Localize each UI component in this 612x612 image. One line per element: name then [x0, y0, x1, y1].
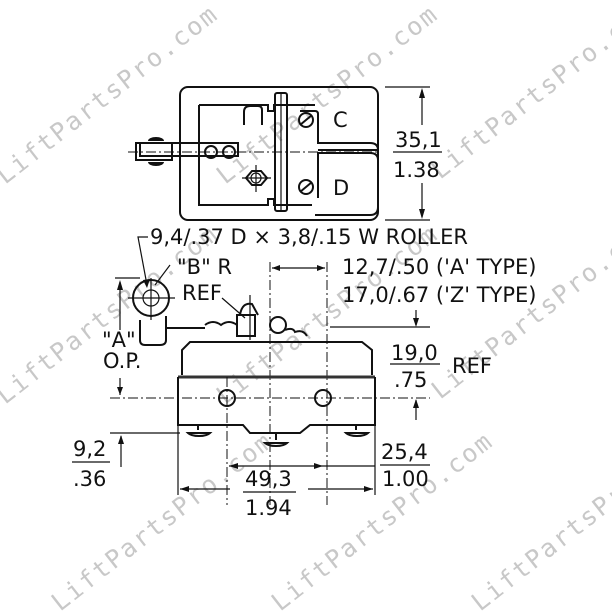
radius-ref-note: REF: [182, 281, 222, 305]
type-a-dim: 12,7/.50 ('A' TYPE): [342, 255, 536, 279]
spacing-dim-imperial: 1.00: [382, 467, 429, 491]
type-z-dim: 17,0/.67 ('Z' TYPE): [342, 283, 537, 307]
watermark: LiftPartsPro.com: [0, 0, 224, 190]
ref-dim-imperial: .75: [394, 368, 427, 392]
terminal-label-c: C: [333, 108, 348, 132]
side-view: 9,4/.37 D × 3,8/.15 W ROLLER "B" R REF 1…: [72, 225, 537, 520]
terminal-label-d: D: [333, 176, 349, 200]
op-label: O.P.: [103, 349, 141, 373]
height-dim-metric: 35,1: [395, 128, 442, 152]
roller-note: 9,4/.37 D × 3,8/.15 W ROLLER: [150, 225, 468, 249]
top-view: C D 35,1 1.38: [128, 86, 442, 221]
terminal-dim-imperial: .36: [73, 467, 106, 491]
radius-note: "B" R: [177, 255, 232, 279]
watermark: LiftPartsPro.com: [426, 0, 612, 185]
length-dim-imperial: 1.94: [245, 496, 292, 520]
height-dim-imperial: 1.38: [393, 158, 440, 182]
terminal-dim-metric: 9,2: [73, 437, 106, 461]
length-dim-metric: 49,3: [245, 467, 292, 491]
op-label-a: "A": [102, 328, 136, 352]
ref-dim-suffix: REF: [452, 354, 492, 378]
spacing-dim-metric: 25,4: [381, 440, 428, 464]
ref-dim-metric: 19,0: [391, 341, 438, 365]
